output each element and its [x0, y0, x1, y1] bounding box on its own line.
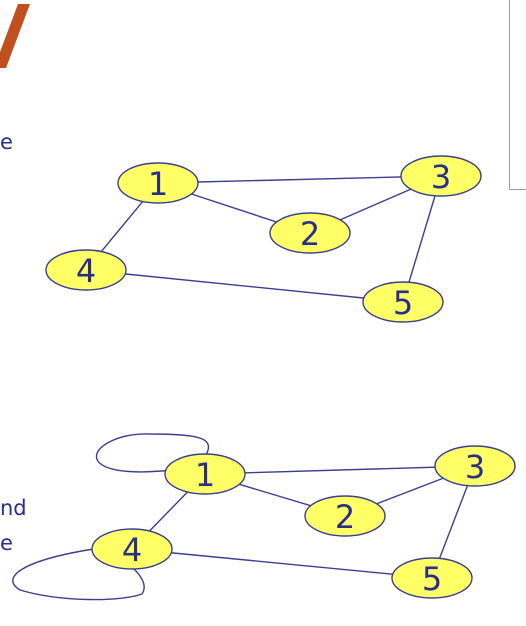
node-label-4: 4	[122, 531, 142, 569]
edge-3-5	[402, 175, 442, 303]
node-1	[164, 453, 246, 495]
node-3	[434, 445, 516, 487]
self-loop-1	[95, 433, 210, 473]
node-label-4: 4	[76, 252, 96, 290]
node-2	[304, 495, 386, 537]
title-fragment	[0, 4, 30, 68]
text-fragment-e: e	[0, 130, 13, 154]
node-4	[91, 528, 173, 570]
node-4	[45, 249, 127, 291]
node-label-1: 1	[195, 456, 215, 494]
node-label-2: 2	[335, 498, 355, 536]
node-label-5: 5	[422, 560, 442, 598]
node-1	[117, 162, 199, 204]
node-label-1: 1	[148, 165, 168, 203]
edge-4-5	[131, 548, 433, 579]
panel-divider	[509, 0, 510, 190]
graph-with-self-loops: 1 2 3 4 5	[12, 433, 516, 601]
node-label-3: 3	[431, 158, 451, 196]
node-5	[391, 557, 473, 599]
node-2	[269, 212, 351, 254]
text-fragment-nd: nd	[0, 496, 27, 520]
panel-divider-foot	[509, 189, 526, 190]
node-label-5: 5	[393, 284, 413, 322]
node-label-3: 3	[465, 448, 485, 486]
node-label-2: 2	[300, 215, 320, 253]
edge-1-3	[204, 465, 476, 475]
node-5	[362, 281, 444, 323]
text-fragment-e-lower: e	[0, 531, 13, 555]
graph-simple: 1 2 3 4 5	[45, 155, 482, 323]
edge-4-5	[85, 269, 404, 303]
self-loop-4	[12, 547, 145, 601]
edge-1-3	[157, 175, 442, 184]
node-3	[400, 155, 482, 197]
